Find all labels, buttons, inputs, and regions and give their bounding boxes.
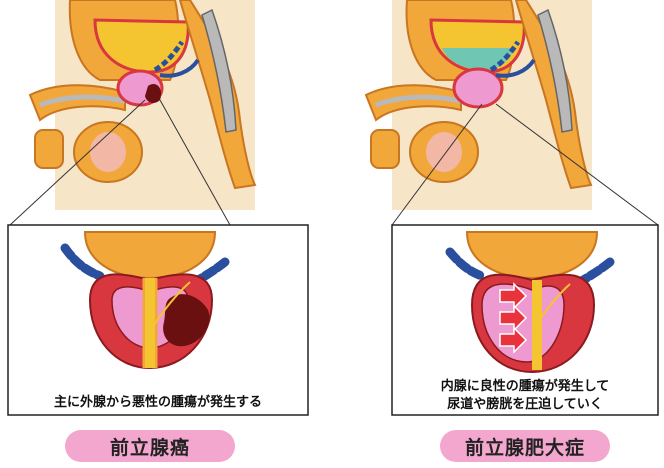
bph-caption-line1: 内腺に良性の腫瘍が発生して: [441, 378, 610, 394]
cancer-caption: 主に外腺から悪性の腫瘍が発生する: [54, 394, 262, 410]
bph-caption-line2: 尿道や膀胱を圧迫していく: [447, 396, 603, 412]
pelvis-anatomy: [366, 0, 592, 210]
cancer-title-label: 前立腺癌: [65, 430, 235, 462]
pelvis-anatomy: [30, 0, 255, 210]
bph-title-label: 前立腺肥大症: [440, 430, 610, 462]
bph-panel: 内腺に良性の腫瘍が発生して 尿道や膀胱を圧迫していく 前立腺肥大症: [332, 0, 664, 468]
bph-illustration: 内腺に良性の腫瘍が発生して 尿道や膀胱を圧迫していく: [332, 0, 664, 468]
prostate-cancer-illustration: 主に外腺から悪性の腫瘍が発生する: [0, 0, 332, 468]
pressure-arrows: [500, 284, 526, 352]
prostate-cancer-panel: 主に外腺から悪性の腫瘍が発生する 前立腺癌: [0, 0, 332, 468]
